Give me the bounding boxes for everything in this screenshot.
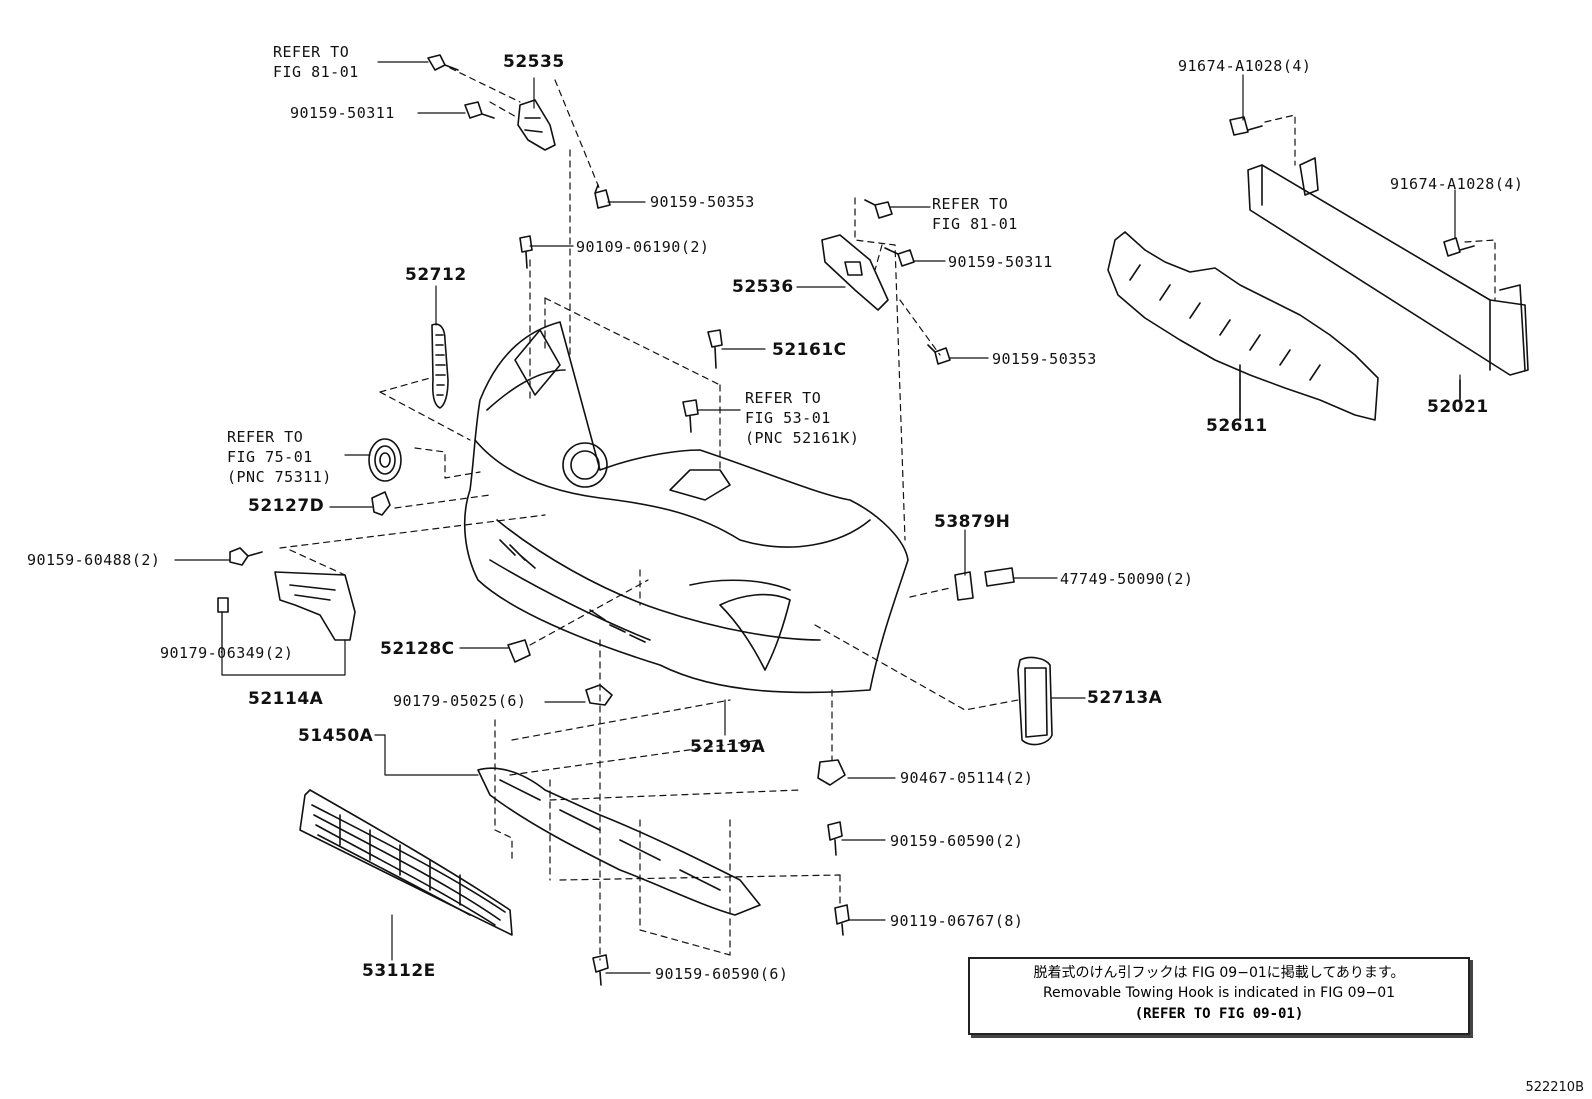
bumper-cover-52119A bbox=[463, 321, 909, 694]
note-japanese: 脱着式のけん引フックは FIG 09−01に掲載してあります。 bbox=[1033, 965, 1405, 981]
reinforcement-52021 bbox=[1247, 157, 1529, 401]
towing-hook-note: 脱着式のけん引フックは FIG 09−01に掲載してあります。 Removabl… bbox=[968, 957, 1470, 1035]
label-91674-A1028-right: 91674-A1028(4) bbox=[1390, 175, 1524, 193]
label-refer-fig-75-01: REFER TO FIG 75-01 (PNC 75311) bbox=[227, 428, 332, 486]
label-refer-fig-81-01-top: REFER TO FIG 81-01 bbox=[273, 43, 359, 81]
bracket-52114A bbox=[217, 547, 356, 641]
bracket-52536 bbox=[821, 234, 889, 311]
leader-lines bbox=[174, 61, 1461, 974]
label-90159-50311-left: 90159-50311 bbox=[290, 104, 395, 122]
cap-52128C bbox=[507, 639, 531, 663]
label-52119A: 52119A bbox=[690, 737, 766, 757]
label-52712: 52712 bbox=[405, 265, 467, 285]
garnish-52712 bbox=[431, 323, 449, 409]
cap-52127D bbox=[371, 491, 391, 516]
label-refer-fig-81-01-mid: REFER TO FIG 81-01 bbox=[932, 195, 1018, 233]
figure-id: 522210B bbox=[1525, 1080, 1584, 1095]
label-47749-50090: 47749-50090(2) bbox=[1060, 570, 1194, 588]
label-90467-05114: 90467-05114(2) bbox=[900, 769, 1034, 787]
grille-53112E bbox=[299, 789, 513, 936]
label-91674-A1028-top: 91674-A1028(4) bbox=[1178, 57, 1312, 75]
bracket-52535 bbox=[517, 99, 556, 151]
under-cover-51450A bbox=[477, 684, 846, 916]
label-90159-50353-right: 90159-50353 bbox=[992, 350, 1097, 368]
label-52114A: 52114A bbox=[248, 689, 324, 709]
label-90109-06190: 90109-06190(2) bbox=[576, 238, 710, 256]
label-90159-50353-left: 90159-50353 bbox=[650, 193, 755, 211]
label-52127D: 52127D bbox=[248, 496, 325, 516]
label-90179-05025: 90179-05025(6) bbox=[393, 692, 527, 710]
label-52611: 52611 bbox=[1206, 416, 1268, 436]
absorber-52611 bbox=[1107, 231, 1379, 421]
label-52535: 52535 bbox=[503, 52, 565, 72]
label-52536: 52536 bbox=[732, 277, 794, 297]
dashed-guides bbox=[279, 67, 1496, 961]
label-52128C: 52128C bbox=[380, 639, 455, 659]
label-90159-60590-6: 90159-60590(6) bbox=[655, 965, 789, 983]
label-52021: 52021 bbox=[1427, 397, 1489, 417]
label-53879H: 53879H bbox=[934, 512, 1011, 532]
emblem-75311 bbox=[368, 438, 402, 482]
garnish-52713A bbox=[1017, 656, 1053, 746]
label-52713A: 52713A bbox=[1087, 688, 1163, 708]
label-90119-06767: 90119-06767(8) bbox=[890, 912, 1024, 930]
fasteners bbox=[427, 54, 1475, 986]
label-53112E: 53112E bbox=[362, 961, 436, 981]
label-52161C: 52161C bbox=[772, 340, 847, 360]
label-90159-60488: 90159-60488(2) bbox=[27, 551, 161, 569]
label-90159-50311-right: 90159-50311 bbox=[948, 253, 1053, 271]
note-reference: (REFER TO FIG 09-01) bbox=[1134, 1006, 1304, 1022]
note-english: Removable Towing Hook is indicated in FI… bbox=[1042, 985, 1396, 1001]
label-51450A: 51450A bbox=[298, 726, 374, 746]
label-90159-60590-2: 90159-60590(2) bbox=[890, 832, 1024, 850]
label-refer-fig-53-01: REFER TO FIG 53-01 (PNC 52161K) bbox=[745, 389, 860, 447]
label-90179-06349: 90179-06349(2) bbox=[160, 644, 294, 662]
